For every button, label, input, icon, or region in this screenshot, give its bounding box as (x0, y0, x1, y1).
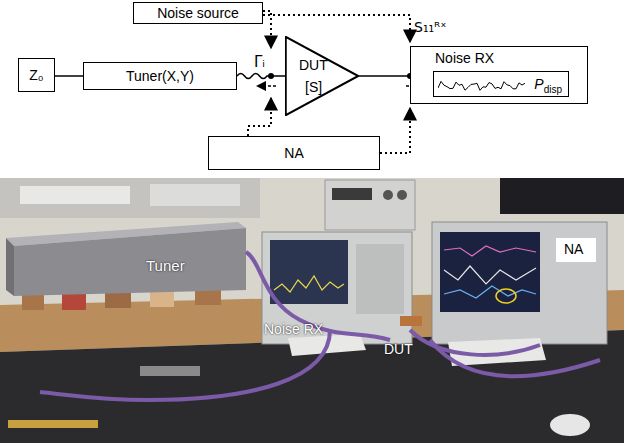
cable (246, 252, 390, 340)
display-screen: Pdisp (433, 71, 569, 97)
triangle-outline (285, 36, 359, 116)
node-label: Z₀ (29, 67, 43, 83)
noise-rx-screen (270, 240, 348, 304)
signal-line (55, 75, 83, 77)
dashed-arrow (257, 85, 276, 87)
node-title: DUT (299, 57, 328, 73)
node-label: Tuner(X,Y) (126, 68, 194, 84)
screen-trace (444, 266, 536, 284)
tuner-body (14, 228, 246, 296)
na-screen (440, 232, 540, 312)
marker-circle (496, 289, 516, 303)
photo-label: Noise RX (264, 322, 323, 337)
power-subscript: disp (544, 84, 562, 95)
signal-line (359, 75, 410, 77)
screen-trace (274, 276, 344, 292)
shelf (0, 178, 260, 218)
adapter (140, 366, 200, 376)
shelf-item (20, 186, 130, 204)
noise-trace (438, 72, 528, 96)
photo-label: Tuner (146, 258, 185, 275)
tuner-box: Tuner(X,Y) (83, 62, 237, 90)
screen-trace (444, 246, 536, 256)
cable (430, 340, 600, 376)
receiver-box: Noise RX Pdisp (410, 46, 588, 104)
tuner-end (6, 238, 14, 296)
na-instrument (432, 222, 607, 344)
dotted-arrow (380, 108, 410, 153)
photo-ground (0, 178, 624, 443)
photo-label: DUT (384, 342, 413, 357)
photo-label: NA (564, 242, 583, 257)
power-symbol: P (534, 76, 543, 92)
screen-trace (444, 286, 536, 298)
amplifier-triangle: DUT [S] (285, 36, 359, 116)
node-title: Noise RX (435, 50, 494, 66)
noise-rx-instrument (262, 232, 412, 344)
cable (40, 330, 330, 400)
power-supply (325, 180, 415, 230)
knob (397, 190, 407, 200)
matrix-symbol: [S] (305, 79, 322, 95)
power-supply-display (332, 188, 372, 200)
signal-line (237, 74, 285, 79)
dotted-arrow (248, 98, 271, 136)
node-label: NA (284, 145, 303, 161)
label-patch (556, 238, 596, 262)
shelf-item (150, 184, 240, 206)
bench-mat (0, 330, 624, 443)
monitor (500, 178, 624, 214)
impedance-box: Z₀ (18, 58, 55, 92)
dotted-arrow (263, 11, 271, 48)
dut-board (400, 316, 422, 326)
node-label: Noise source (157, 5, 239, 21)
analyzer-box: NA (208, 136, 380, 170)
mouse (550, 414, 590, 436)
junction-dot (268, 73, 274, 79)
knob (383, 190, 393, 200)
sparameter-label: S₁₁ᴿˣ (414, 20, 446, 35)
tool (8, 420, 98, 428)
reflection-label: Γᵢ (254, 54, 265, 71)
panel-keys (356, 244, 404, 314)
source-box: Noise source (133, 2, 263, 24)
